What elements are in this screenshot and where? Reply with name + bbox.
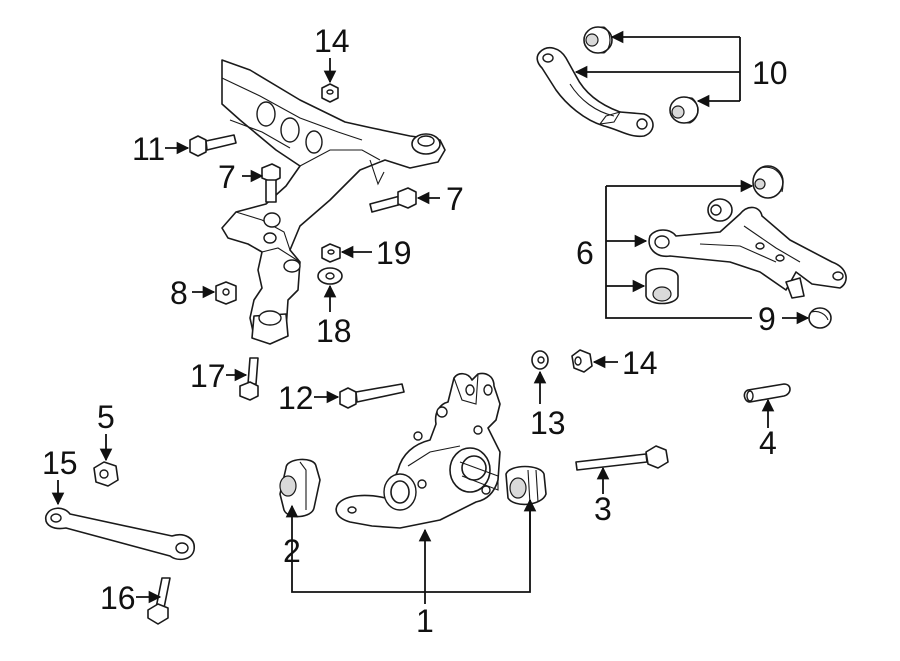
leader-lines [51,30,810,604]
bolt-7-right [369,187,417,213]
callout-19: 19 [376,235,412,271]
callout-14-right: 14 [622,345,658,381]
nut-14-right [571,349,593,373]
toe-link-arm [44,507,195,561]
bolt-17 [239,357,259,401]
callout-1: 1 [416,603,434,639]
rear-knuckle [335,372,501,529]
rear-subframe [221,59,446,345]
callout-8: 8 [170,275,188,311]
callout-11: 11 [132,131,165,167]
lower-control-arm [648,198,847,299]
knuckle-bushing-2 [279,458,321,518]
callout-7-right: 7 [446,181,464,217]
callout-4: 4 [759,425,777,461]
callout-14-top: 14 [314,23,350,59]
callout-7-left: 7 [218,159,236,195]
upper-control-arm [536,46,654,138]
upper-arm-bushing-top [583,26,613,54]
nut-5 [93,461,119,487]
callout-9: 9 [758,301,776,337]
cap-9 [808,307,832,329]
callout-16: 16 [100,580,136,616]
callout-13: 13 [530,405,566,441]
nut-8 [215,281,237,305]
callout-6: 6 [576,235,594,271]
nut-14-top [321,83,339,103]
callout-5: 5 [97,399,115,435]
callout-10: 10 [752,55,788,91]
callout-3: 3 [594,491,612,527]
callout-15: 15 [42,445,78,481]
bolt-16 [147,577,171,625]
washer-18 [317,267,343,285]
callout-labels: 1 2 3 4 5 6 7 7 8 9 10 11 12 13 14 14 15… [42,23,788,639]
callout-12: 12 [278,380,314,416]
knuckle-bushing-right [505,465,547,506]
bolt-3 [575,445,669,471]
washer-13 [531,350,549,370]
upper-arm-bushing-bottom [669,96,699,124]
callout-17: 17 [190,358,226,394]
nut-19 [321,243,341,263]
lower-arm-bushing-bottom [645,267,679,305]
callout-18: 18 [316,313,352,349]
lower-arm-bushing-top [752,165,784,199]
bolt-12 [339,383,405,409]
sleeve-4 [743,383,791,403]
bolt-11 [189,134,237,157]
callout-2: 2 [283,533,301,569]
